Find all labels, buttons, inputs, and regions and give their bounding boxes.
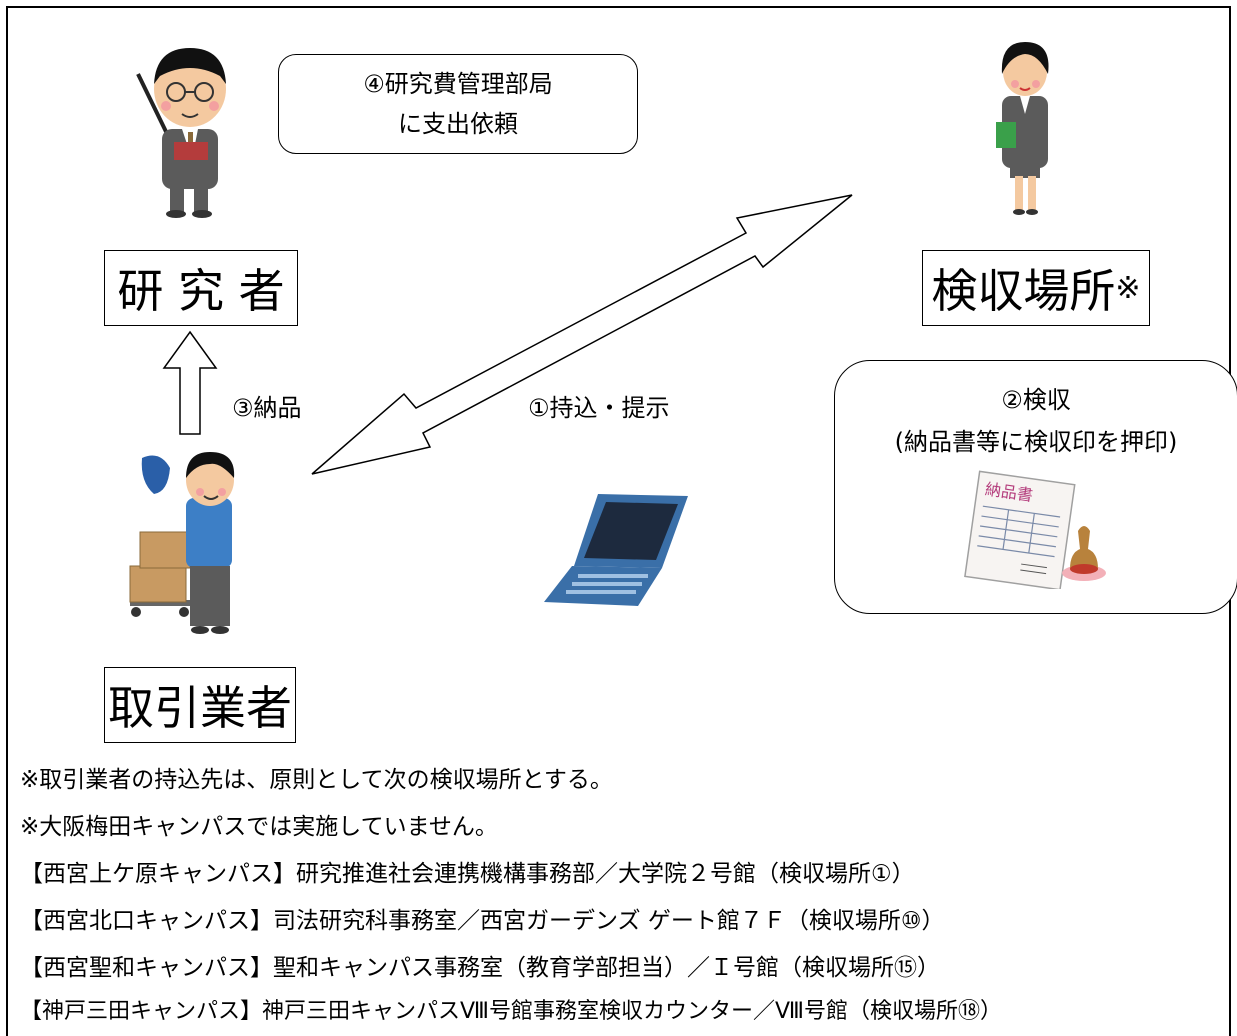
step4-box: ④研究費管理部局 に支出依頼 [278, 54, 638, 154]
staff-illustration [996, 42, 1049, 215]
note-umeda: ※大阪梅田キャンパスでは実施していません。 [20, 814, 498, 840]
step2-line2: (納品書等に検収印を押印) [894, 428, 1178, 456]
vendor-label-text: 取引業者 [108, 681, 292, 735]
note-kobe-sanda: 【神戸三田キャンパス】神戸三田キャンパスⅧ号館事務室検収カウンター／Ⅷ号館（検収… [20, 999, 1002, 1024]
inspection-place-label: 検収場所※ [922, 250, 1150, 326]
step1-label: ①持込・提示 [528, 394, 670, 422]
researcher-label-text: 研 究 者 [117, 264, 285, 318]
step4-line1: ④研究費管理部局 [363, 70, 553, 98]
researcher-illustration [136, 48, 226, 218]
invoice-stamp-illustration: 納品書 [964, 470, 1106, 589]
step2-line1: ②検収 [1001, 386, 1071, 414]
step2-box: ②検収 (納品書等に検収印を押印) 納品書 [834, 360, 1237, 614]
note-uegahara: 【西宮上ケ原キャンパス】研究推進社会連携機構事務部／大学院２号館（検収場所①） [20, 861, 915, 887]
researcher-label: 研 究 者 [104, 250, 298, 326]
laptop-icon [544, 494, 688, 606]
up-arrow [162, 330, 218, 435]
step3-label: ③納品 [232, 394, 302, 422]
note-destination: ※取引業者の持込先は、原則として次の検収場所とする。 [20, 767, 613, 793]
note-kitaguchi: 【西宮北口キャンパス】司法研究科事務室／西宮ガーデンズ ゲート館７Ｆ（検収場所⑩… [20, 908, 945, 934]
vendor-illustration [129, 452, 235, 634]
note-seiwa: 【西宮聖和キャンパス】聖和キャンパス事務室（教育学部担当）／Ｉ号館（検収場所⑮） [20, 955, 940, 981]
inspection-place-label-text: 検収場所 [931, 264, 1116, 318]
double-arrow [311, 194, 853, 475]
step4-line2: に支出依頼 [398, 110, 518, 138]
inspection-place-mark: ※ [1115, 270, 1141, 306]
vendor-label: 取引業者 [104, 667, 296, 743]
